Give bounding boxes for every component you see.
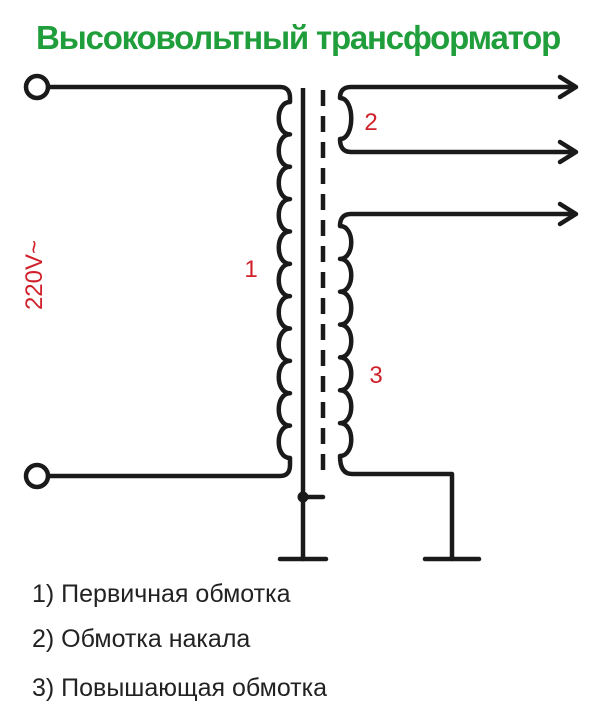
- voltage-label: 220V~: [21, 240, 48, 310]
- stepup-top-lead: [337, 211, 575, 229]
- legend-item-filament: 2) Обмотка накала: [32, 625, 250, 653]
- input-terminal-bottom: [23, 462, 51, 490]
- winding-label-3: 3: [369, 362, 382, 389]
- primary-bottom-lead: [45, 455, 293, 479]
- filament-winding-coil: [339, 95, 354, 142]
- primary-top-lead: [45, 84, 293, 105]
- legend-item-stepup: 3) Повышающая обмотка: [32, 674, 327, 702]
- legend-item-primary: 1) Первичная обмотка: [32, 580, 291, 608]
- filament-output-arrow-bottom: [557, 139, 579, 165]
- stepup-winding-coil: [337, 223, 354, 459]
- stepup-ground-lead: [337, 453, 455, 562]
- winding-label-2: 2: [364, 109, 377, 136]
- filament-top-lead: [337, 84, 575, 101]
- input-terminal-top: [23, 73, 51, 101]
- filament-bottom-lead: [337, 136, 575, 155]
- filament-output-arrow-top: [557, 74, 579, 100]
- diagram-title: Высоковольтный трансформатор: [36, 19, 560, 56]
- stepup-output-arrow: [557, 201, 579, 227]
- winding-label-1: 1: [244, 256, 257, 283]
- primary-winding-coil: [276, 99, 293, 461]
